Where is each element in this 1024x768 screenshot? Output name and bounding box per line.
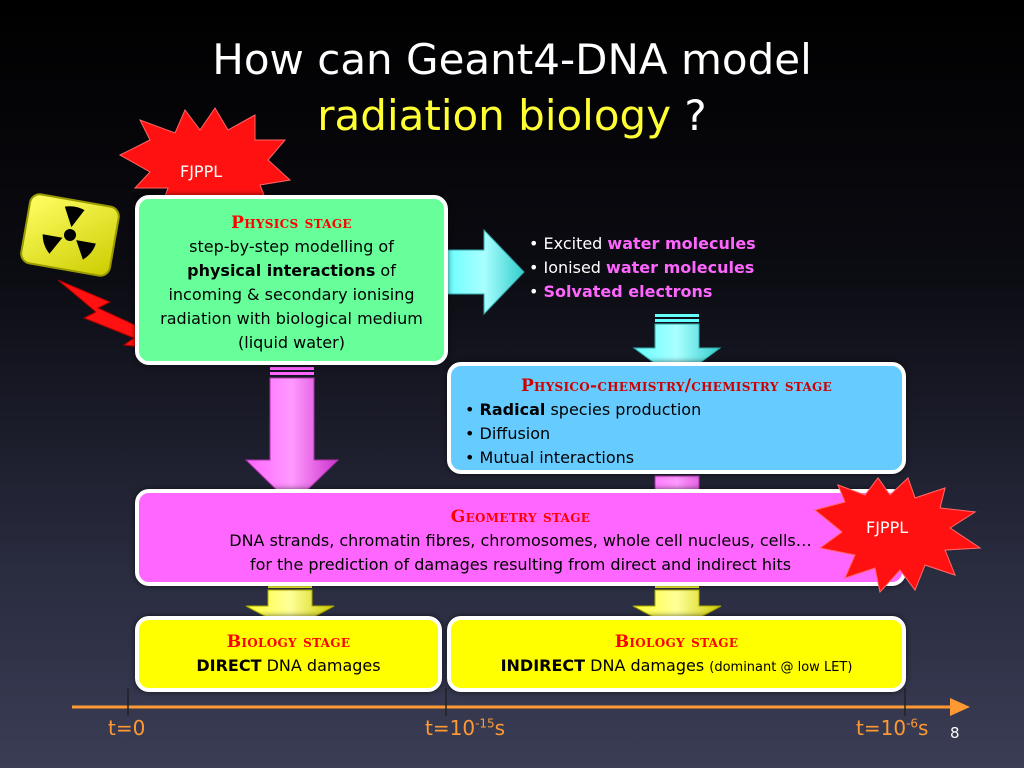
products-b2-hl: water molecules xyxy=(606,258,755,277)
products-b1-hl: water molecules xyxy=(607,234,756,253)
slide-title: How can Geant4-DNA model radiation biolo… xyxy=(0,32,1024,144)
chem-item-2: • Diffusion xyxy=(465,424,551,443)
chem-item-3: • Mutual interactions xyxy=(465,448,635,467)
physics-line2-suffix: of xyxy=(375,261,396,280)
t2-exp: -6 xyxy=(906,716,919,731)
products-item-1: • Excited water molecules xyxy=(529,232,756,256)
biology-direct-box: Biology stage DIRECT DNA damages xyxy=(135,616,442,692)
geometry-line-2: for the prediction of damages resulting … xyxy=(249,555,792,574)
chem-b1-suffix: species production xyxy=(545,400,702,419)
t1-exp: -15 xyxy=(475,716,495,731)
physics-line-4: radiation with biological medium xyxy=(160,309,423,328)
biology-indirect-title: Biology stage xyxy=(614,632,739,652)
geometry-stage-title: Geometry stage xyxy=(450,507,591,527)
physics-line-3: incoming & secondary ionising xyxy=(168,285,415,304)
title-line-1: How can Geant4-DNA model xyxy=(212,35,812,84)
biology-direct-title: Biology stage xyxy=(226,632,351,652)
title-highlight: radiation biology xyxy=(317,91,672,140)
physics-stage-title: Physics stage xyxy=(231,213,352,233)
t2-unit: s xyxy=(918,716,929,740)
chemistry-stage-title: Physico-chemistry/chemistry stage xyxy=(520,376,833,396)
timeline-axis xyxy=(72,688,970,716)
products-b2-prefix: • Ionised xyxy=(529,258,607,277)
chem-b1-prefix: • xyxy=(465,400,480,419)
time-label-0: t=0 xyxy=(108,716,146,740)
biology-indirect-box: Biology stage INDIRECT DNA damages (domi… xyxy=(447,616,906,692)
time-label-femto: t=10-15s xyxy=(425,716,505,740)
page-number: 8 xyxy=(950,724,960,742)
chem-b1-bold: Radical xyxy=(479,400,546,419)
arrow-physics-to-geometry xyxy=(244,367,340,506)
fjppl-badge-top: FJPPL xyxy=(180,162,223,181)
title-line-2: radiation biology ? xyxy=(0,88,1024,144)
bio2-bold: INDIRECT xyxy=(500,656,586,675)
products-b3-hl: Solvated electrons xyxy=(543,282,713,301)
biology-indirect-text: INDIRECT DNA damages (dominant @ low LET… xyxy=(451,654,902,680)
products-item-2: • Ionised water molecules xyxy=(529,256,756,280)
physics-line-2: physical interactions of xyxy=(139,259,444,283)
geometry-stage-box: Geometry stage DNA strands, chromatin fi… xyxy=(135,489,906,586)
bio1-bold: DIRECT xyxy=(196,656,262,675)
products-b1-prefix: • Excited xyxy=(529,234,608,253)
physics-stage-box: Physics stage step-by-step modelling of … xyxy=(135,195,448,365)
physics-line-1: step-by-step modelling of xyxy=(189,237,394,256)
physics-line-5: (liquid water) xyxy=(238,333,345,352)
bio2-rest: DNA damages xyxy=(585,656,710,675)
chemistry-stage-box: Physico-chemistry/chemistry stage • Radi… xyxy=(447,362,906,474)
t2-base: t=10 xyxy=(856,716,907,740)
title-suffix: ? xyxy=(671,91,707,140)
products-b3-prefix: • xyxy=(529,282,544,301)
biology-direct-text: DIRECT DNA damages xyxy=(139,654,438,678)
chem-item-1: • Radical species production xyxy=(465,398,902,422)
products-item-3: • Solvated electrons xyxy=(529,280,756,304)
bio2-small: (dominant @ low LET) xyxy=(709,660,853,675)
bio1-rest: DNA damages xyxy=(261,656,381,675)
radiation-warning-icon xyxy=(20,193,120,277)
products-list: • Excited water molecules • Ionised wate… xyxy=(529,232,756,304)
t1-base: t=10 xyxy=(425,716,476,740)
fjppl-badge-right: FJPPL xyxy=(866,518,909,537)
geometry-line-1: DNA strands, chromatin fibres, chromosom… xyxy=(229,531,812,550)
time-label-micro: t=10-6s xyxy=(856,716,928,740)
t1-unit: s xyxy=(494,716,506,740)
physics-bold: physical interactions xyxy=(187,261,376,280)
